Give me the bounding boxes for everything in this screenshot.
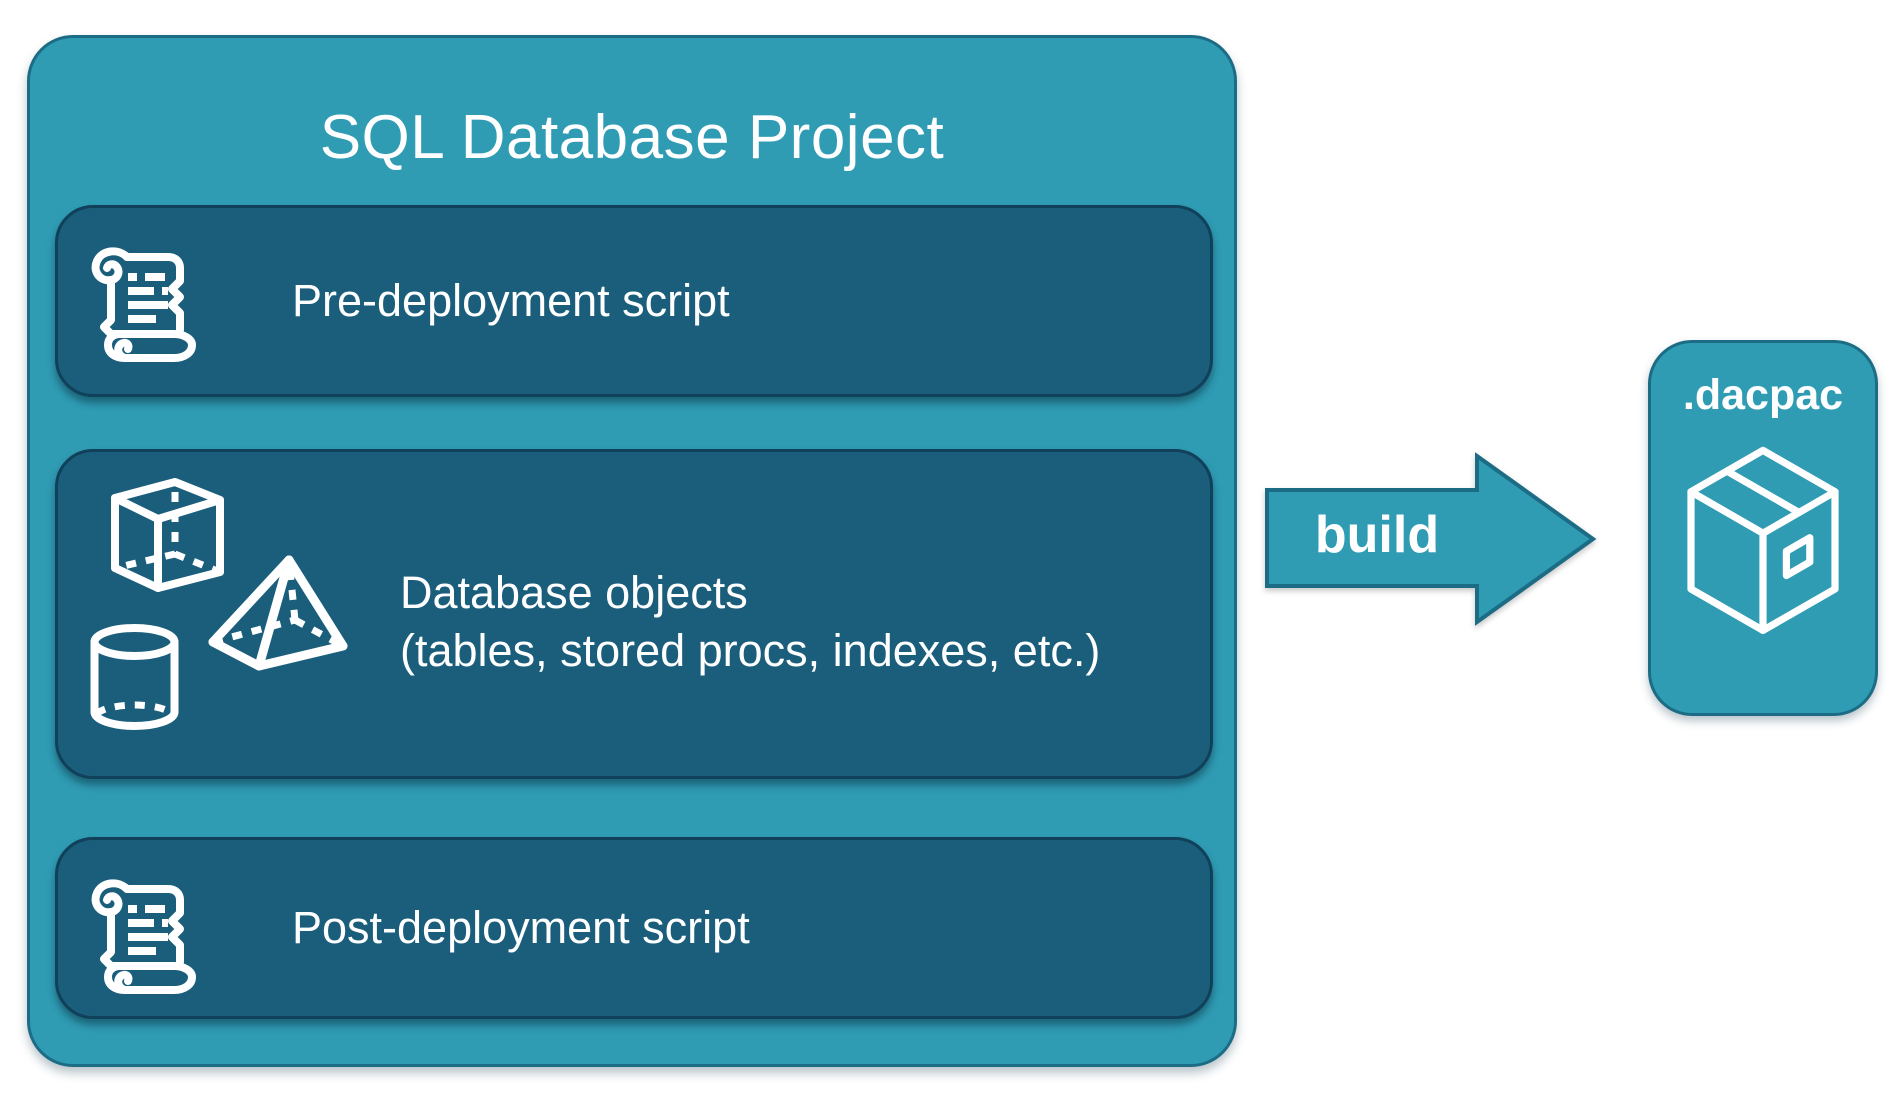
pre-deployment-box: Pre-deployment script — [55, 205, 1213, 397]
cylinder-icon — [82, 624, 187, 734]
dacpac-box: .dacpac — [1648, 340, 1878, 716]
build-arrow — [1265, 452, 1597, 626]
scroll-icon — [80, 244, 202, 362]
post-deployment-box: Post-deployment script — [55, 837, 1213, 1019]
database-objects-box: Database objects (tables, stored procs, … — [55, 449, 1213, 779]
database-objects-label-line2: (tables, stored procs, indexes, etc.) — [400, 625, 1101, 676]
database-objects-label-line1: Database objects — [400, 567, 748, 618]
database-objects-label: Database objects (tables, stored procs, … — [400, 564, 1100, 680]
build-arrow-label: build — [1314, 506, 1440, 564]
package-icon — [1673, 439, 1853, 649]
project-title: SQL Database Project — [319, 103, 945, 172]
pre-deployment-label: Pre-deployment script — [292, 275, 730, 326]
sql-database-project-container: SQL Database Project — [27, 35, 1237, 1067]
dacpac-label: .dacpac — [1682, 371, 1844, 419]
cube-icon — [108, 478, 226, 592]
scroll-icon — [80, 876, 202, 994]
post-deployment-label: Post-deployment script — [292, 902, 750, 953]
pyramid-icon — [206, 554, 350, 672]
